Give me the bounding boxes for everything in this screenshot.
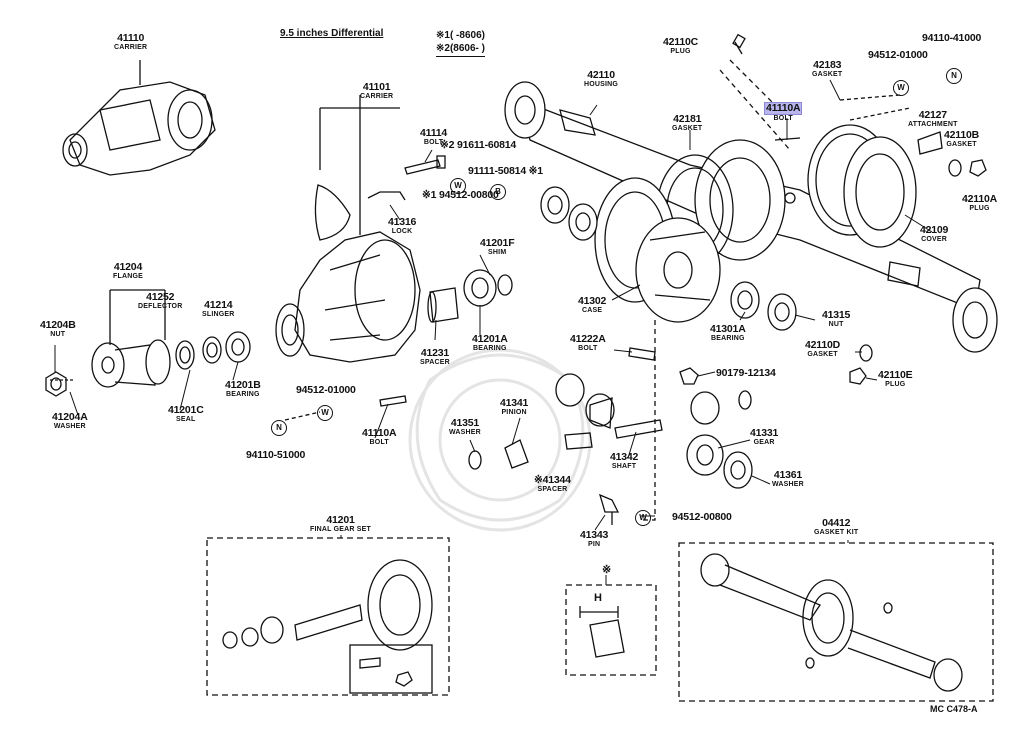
differential-case-drawing xyxy=(540,177,797,331)
part-label-91111[interactable]: 91111-50814 ※1 xyxy=(468,165,543,177)
part-label-94512-01000-c[interactable]: 94512-01000 xyxy=(868,49,928,61)
spider-gear-parts-drawing xyxy=(468,320,873,525)
asterisk-marker: ※ xyxy=(602,564,612,576)
small-hardware-drawing xyxy=(284,155,446,421)
spacer-shim-bearing-drawing xyxy=(427,269,513,323)
b-marker: B xyxy=(490,184,506,200)
axle-housing-drawing xyxy=(504,81,998,353)
n-marker-b: N xyxy=(271,420,287,436)
part-label-94110-51000[interactable]: 94110-51000 xyxy=(246,449,306,461)
part-label-94512-00800-d[interactable]: 94512-00800 xyxy=(672,511,732,523)
n-marker-a: N xyxy=(946,68,962,84)
watermark xyxy=(408,348,592,532)
part-label-91611[interactable]: ※2 91611-60814 xyxy=(440,139,517,151)
part-label-94512-01000-b[interactable]: 94512-01000 xyxy=(296,384,356,396)
w-marker-c: W xyxy=(893,80,909,96)
spacer-detail-box xyxy=(565,584,657,676)
footer-reference: MC C478-A xyxy=(930,704,978,714)
final-gear-set-box xyxy=(206,537,450,696)
carrier-case-drawing xyxy=(275,95,421,363)
note-1: ※1( -8606) xyxy=(436,30,485,41)
w-marker-d: W xyxy=(635,510,651,526)
part-label-94110-41000[interactable]: 94110-41000 xyxy=(922,32,982,44)
leader-lines xyxy=(54,79,933,585)
h-dimension-label: H xyxy=(594,592,602,604)
part-label-90179-12134[interactable]: 90179-12134 xyxy=(716,367,776,379)
gasket-kit-box xyxy=(678,542,994,702)
w-marker-b: W xyxy=(317,405,333,421)
carrier-assembly-drawing xyxy=(62,60,216,176)
pinion-parts-drawing xyxy=(45,289,251,397)
w-marker-a: W xyxy=(450,178,466,194)
diagram-title: 9.5 inches Differential xyxy=(280,28,384,39)
part-label-94512-00800-a[interactable]: ※1 94512-00800 xyxy=(422,189,499,201)
note-2: ※2(8606- ) xyxy=(436,43,485,57)
gasket-cover-drawing xyxy=(656,33,987,266)
